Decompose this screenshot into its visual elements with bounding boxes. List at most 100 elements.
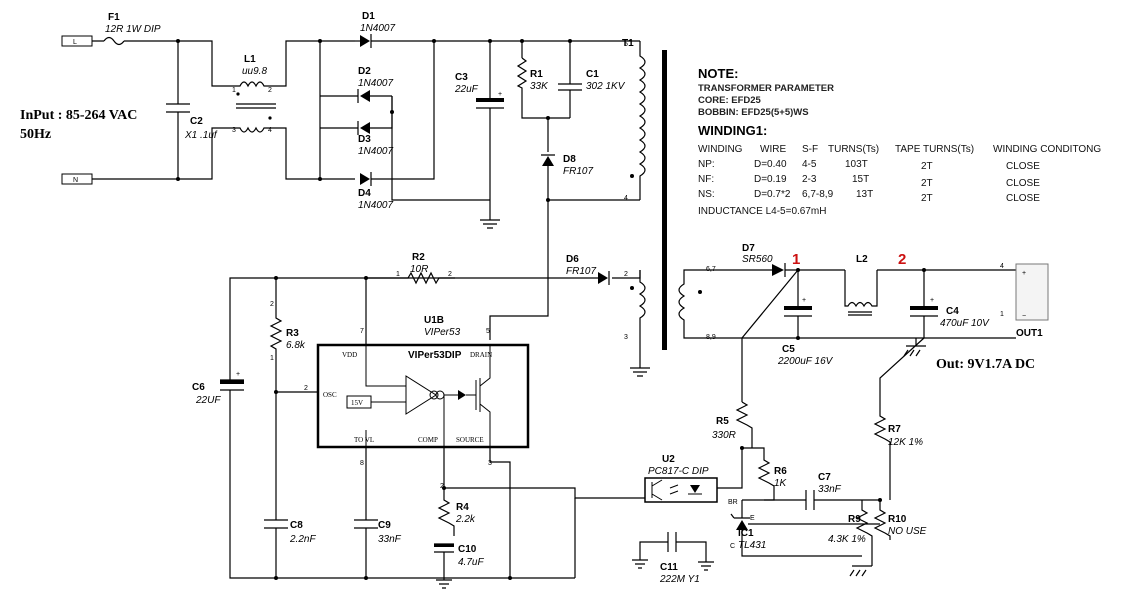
d8-ref: D8 — [563, 154, 576, 165]
svg-text:+: + — [930, 297, 934, 304]
wire-l — [92, 40, 222, 87]
svg-text:NF:: NF: — [698, 174, 714, 185]
svg-text:−: − — [1022, 313, 1026, 320]
svg-text:2-3: 2-3 — [802, 174, 817, 185]
svg-text:NS:: NS: — [698, 189, 715, 200]
capacitor-c9 — [354, 447, 378, 578]
svg-text:5: 5 — [624, 41, 628, 48]
diode-d8 — [542, 156, 554, 166]
ground-aux — [630, 332, 650, 377]
svg-text:CLOSE: CLOSE — [1006, 193, 1040, 204]
c10-value: 4.7uF — [458, 557, 484, 568]
svg-text:15T: 15T — [852, 174, 869, 185]
input-terminal-l — [61, 35, 93, 47]
svg-text:1: 1 — [232, 87, 236, 94]
svg-text:103T: 103T — [845, 159, 868, 170]
resistor-r6 — [741, 447, 775, 501]
d3-ref: D3 — [358, 134, 371, 145]
resistor-r9 — [855, 500, 873, 566]
note-line3: BOBBIN: EFD25(5+5)WS — [698, 107, 809, 118]
capacitor-c5 — [784, 306, 812, 310]
svg-text:13T: 13T — [856, 189, 873, 200]
c11-ref: C11 — [660, 562, 678, 573]
output-connector — [1015, 263, 1049, 321]
svg-text:7: 7 — [360, 328, 364, 335]
pin-osc: OSC — [323, 391, 337, 399]
c7-ref: C7 — [818, 472, 831, 483]
c4-value: 470uF 10V — [940, 318, 990, 329]
svg-text:+: + — [1022, 270, 1026, 277]
c7-value: 33nF — [818, 484, 842, 495]
l2-ref: L2 — [856, 254, 868, 265]
d8-value: FR107 — [563, 166, 593, 177]
fuse-f1 — [103, 36, 125, 46]
svg-text:3: 3 — [232, 127, 236, 134]
c9-ref: C9 — [378, 520, 391, 531]
transformer-note: NOTE: TRANSFORMER PARAMETER CORE: EFD25 … — [698, 66, 1101, 217]
svg-text:2: 2 — [448, 271, 452, 278]
c9-value: 33nF — [378, 534, 402, 545]
c6-value: 22UF — [195, 395, 221, 406]
u1b-value: VIPer53 — [424, 327, 461, 338]
svg-text:5: 5 — [486, 328, 490, 335]
resistor-r3 — [269, 278, 283, 520]
shunt-regulator-ic1 — [736, 520, 748, 530]
svg-text:3: 3 — [488, 460, 492, 467]
svg-text:2T: 2T — [921, 193, 933, 204]
svg-text:4-5: 4-5 — [802, 159, 817, 170]
svg-text:+: + — [498, 91, 502, 98]
svg-text:2: 2 — [268, 87, 272, 94]
svg-text:NP:: NP: — [698, 159, 715, 170]
optocoupler-u2 — [644, 477, 718, 503]
d3-value: 1N4007 — [358, 146, 393, 157]
input-frequency-label: 50Hz — [20, 127, 51, 142]
r3-ref: R3 — [286, 328, 299, 339]
svg-text:CLOSE: CLOSE — [1006, 161, 1040, 172]
c1-ref: C1 — [586, 69, 599, 80]
r10-ref: R10 — [888, 514, 907, 525]
primary-winding — [638, 41, 646, 200]
r9-ref: R9 — [848, 514, 861, 525]
r5-value: 330R — [712, 430, 736, 441]
d7-ref: D7 — [742, 243, 755, 254]
diode-d1 — [360, 35, 370, 47]
c11-value: 222M Y1 — [659, 574, 700, 585]
inductor-l2 — [844, 270, 878, 316]
terminal-n-label: N — [73, 177, 78, 184]
l1-ref: L1 — [244, 54, 256, 65]
inductance-spec: INDUCTANCE L4-5=0.67mH — [698, 206, 826, 217]
svg-text:E: E — [750, 515, 755, 522]
svg-text:2: 2 — [624, 271, 628, 278]
svg-text:1: 1 — [1000, 311, 1004, 318]
capacitor-c8 — [264, 519, 288, 578]
header-winding: WINDING — [698, 144, 743, 155]
header-sf: S-F — [802, 144, 818, 155]
svg-text:2: 2 — [304, 385, 308, 392]
c3-ref: C3 — [455, 72, 468, 83]
header-tape-turns: TAPE TURNS(Ts) — [895, 144, 974, 155]
r7-ref: R7 — [888, 424, 901, 435]
u2-value: PC817-C DIP — [648, 466, 709, 477]
marker-1: 1 — [792, 251, 800, 268]
capacitor-c11 — [639, 532, 707, 562]
resistor-r2 — [366, 271, 455, 285]
r3-value: 6.8k — [286, 340, 306, 351]
capacitor-c6 — [220, 380, 244, 384]
c5-value: 2200uF 16V — [777, 356, 834, 367]
pin-vdd: VDD — [342, 351, 357, 359]
d4-value: 1N4007 — [358, 200, 393, 211]
header-turns: TURNS(Ts) — [828, 144, 879, 155]
input-voltage-label: InPut : 85-264 VAC — [20, 108, 137, 123]
d6-value: FR107 — [566, 266, 596, 277]
c8-ref: C8 — [290, 520, 303, 531]
svg-text:6,7-8,9: 6,7-8,9 — [802, 189, 834, 200]
resistor-r10 — [873, 500, 891, 540]
ic-u1b: VDD DRAIN OSC TO VL COMP SOURCE VIPer53D… — [316, 328, 530, 490]
diode-d3 — [360, 122, 370, 134]
secondary-winding — [678, 272, 686, 336]
c10-ref: C10 — [458, 544, 477, 555]
d6-ref: D6 — [566, 254, 579, 265]
output-spec: Out: 9V1.7A DC — [936, 357, 1035, 372]
ic1-ref: IC1 — [738, 528, 754, 539]
u1b-ref: U1B — [424, 315, 444, 326]
